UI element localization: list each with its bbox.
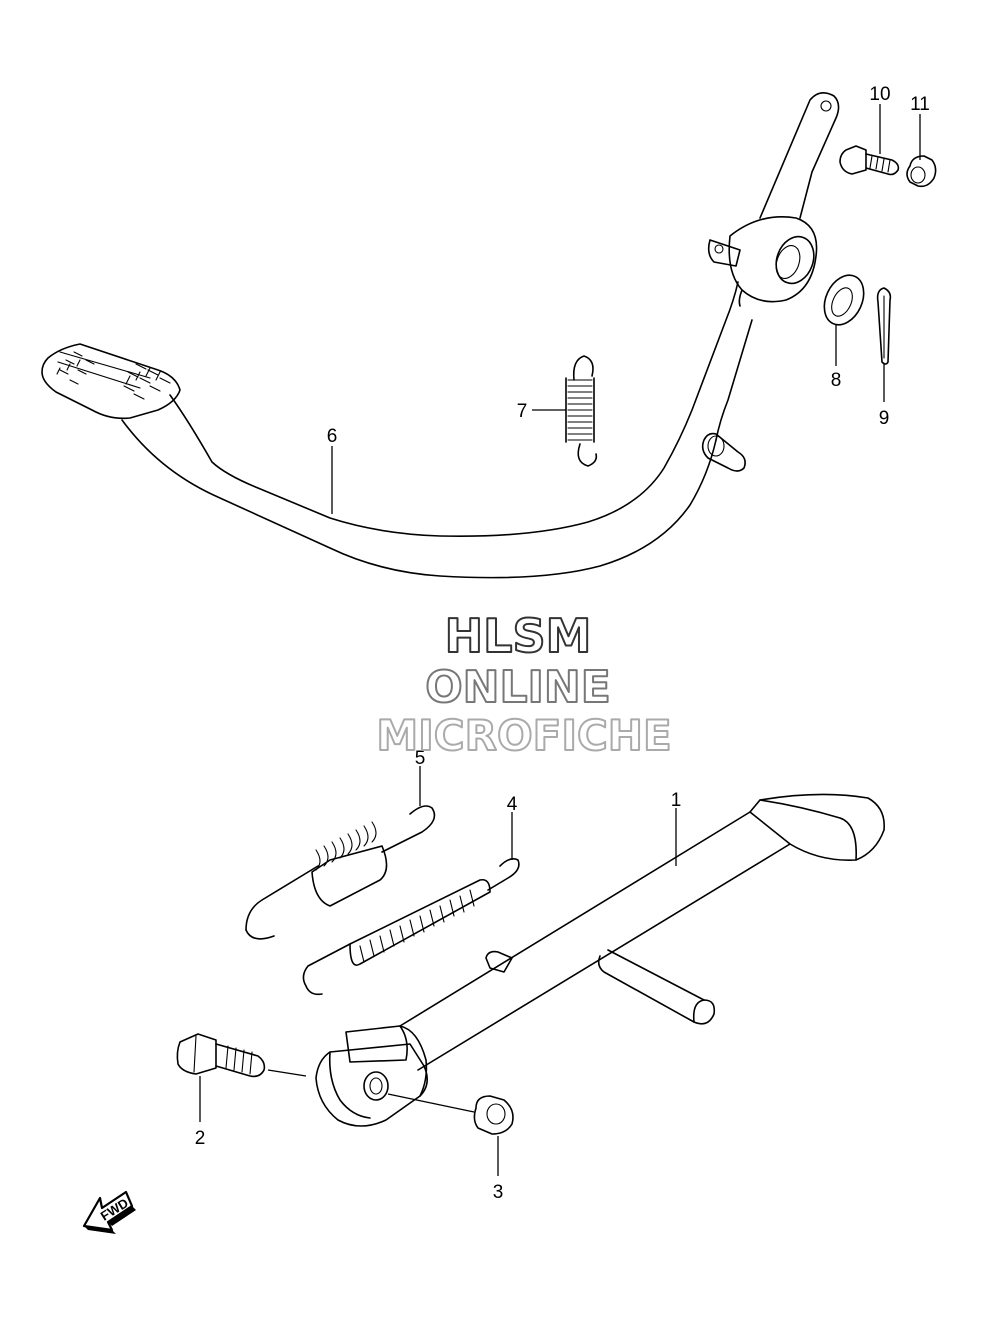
watermark-line-3: MICROFICHE [376,711,671,760]
pedal-spring-part [565,355,598,467]
callout-5: 5 [415,748,426,769]
callout-6: 6 [327,426,338,447]
watermark-line-1: HLSM [445,609,592,663]
watermark-line-2: ONLINE [425,662,611,713]
callout-9: 9 [879,408,890,429]
callout-4: 4 [507,794,518,815]
short-spring-part [245,805,436,940]
pivot-bolt-part [176,1033,266,1078]
brake-pedal-part [41,92,840,579]
forward-arrow-icon: FWD [82,1190,136,1234]
callout-7: 7 [517,401,528,422]
callout-10: 10 [869,84,890,105]
callout-3: 3 [493,1182,504,1203]
nut-part [906,155,937,188]
leader-lines [199,104,921,1176]
callout-8: 8 [831,370,842,391]
long-spring-part [302,858,520,996]
callout-1: 1 [671,790,682,811]
washer-part [823,274,865,326]
cotter-pin-part [876,287,892,365]
callout-11: 11 [910,94,930,115]
stand-nut-part [473,1095,514,1135]
side-stand-part [315,793,885,1127]
callout-2: 2 [195,1128,206,1149]
bolt-part [839,145,900,176]
